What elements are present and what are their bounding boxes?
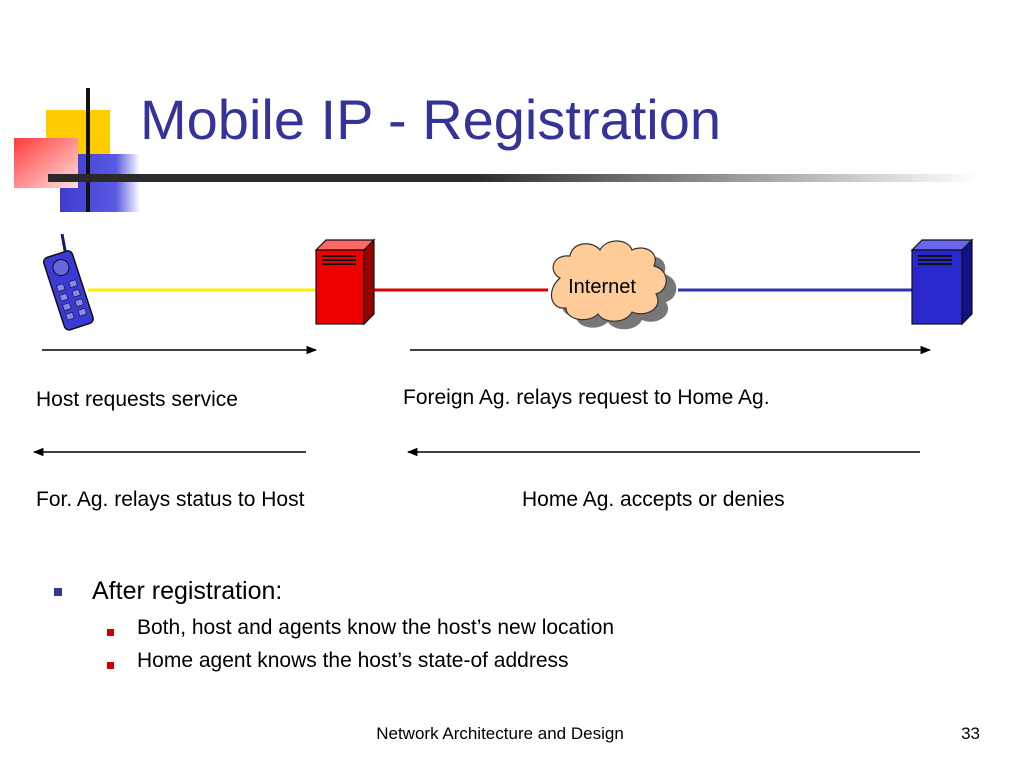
logo-vertical-bar	[86, 88, 90, 212]
page-title: Mobile IP - Registration	[140, 88, 721, 151]
label-home-accepts: Home Ag. accepts or denies	[522, 488, 785, 511]
home-agent-server-icon	[910, 238, 974, 326]
label-foreign-relays: Foreign Ag. relays request to Home Ag.	[403, 386, 770, 409]
label-host-requests: Host requests service	[36, 388, 238, 411]
page-number: 33	[961, 724, 980, 743]
title-underline	[48, 174, 978, 182]
internet-label: Internet	[568, 276, 636, 298]
bullet-level2-item: Both, host and agents know the host’s ne…	[137, 616, 615, 639]
decorative-corner-squares	[14, 88, 140, 212]
foreign-agent-server-icon	[314, 238, 376, 326]
label-foreign-relays-status: For. Ag. relays status to Host	[36, 488, 305, 511]
bullet-square-icon	[54, 588, 62, 596]
bullet-square-icon	[107, 629, 114, 636]
internet-cloud-icon: Internet	[550, 240, 677, 330]
mobile-host-icon	[42, 233, 94, 331]
bullet-square-icon	[107, 662, 114, 669]
registration-diagram: Internet	[32, 233, 974, 457]
bullet-level1: After registration:	[92, 577, 283, 605]
bullet-level2-item: Home agent knows the host’s state-of add…	[137, 649, 569, 672]
footer-text: Network Architecture and Design	[376, 724, 624, 743]
